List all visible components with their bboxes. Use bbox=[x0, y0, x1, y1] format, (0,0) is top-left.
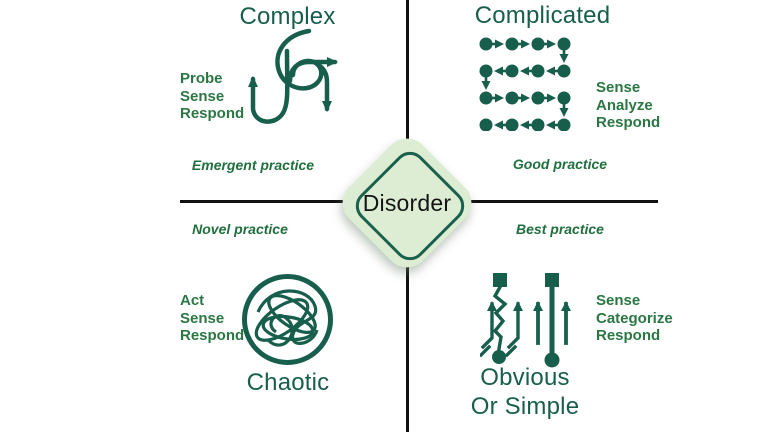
scribble-circle-icon bbox=[240, 272, 335, 367]
obvious-title-line2: Or Simple bbox=[470, 393, 580, 420]
obvious-quadrant-title: Obvious Or Simple bbox=[430, 363, 620, 421]
action-line: Sense bbox=[596, 292, 641, 309]
obvious-actions: Sense Categorize Respond bbox=[596, 292, 673, 345]
action-line: Probe bbox=[180, 70, 223, 87]
complex-practice-label: Emergent practice bbox=[191, 157, 315, 173]
obvious-title-line1: Obvious bbox=[480, 364, 570, 391]
action-line: Respond bbox=[180, 327, 245, 344]
action-line: Categorize bbox=[596, 309, 673, 327]
action-line: Analyze bbox=[596, 96, 653, 114]
action-line: Sense bbox=[596, 79, 641, 96]
action-line: Respond bbox=[180, 105, 245, 122]
complicated-actions: Sense Analyze Respond bbox=[596, 79, 660, 132]
obvious-practice-label: Best practice bbox=[516, 221, 604, 237]
complicated-practice-label: Good practice bbox=[512, 156, 608, 172]
complicated-quadrant-title: Complicated bbox=[474, 2, 611, 29]
action-line: Sense bbox=[180, 309, 225, 327]
dot-grid-snake-icon bbox=[478, 36, 574, 131]
disorder-diamond: Disorder bbox=[333, 129, 481, 277]
chaotic-quadrant-title: Chaotic bbox=[246, 369, 330, 396]
complex-actions: Probe Sense Respond bbox=[180, 70, 244, 123]
complex-quadrant-title: Complex bbox=[239, 3, 336, 30]
chaotic-actions: Act Sense Respond bbox=[180, 292, 244, 345]
sorted-paths-icon bbox=[480, 271, 572, 371]
disorder-label: Disorder bbox=[362, 189, 452, 216]
chaotic-practice-label: Novel practice bbox=[192, 221, 288, 237]
action-line: Sense bbox=[180, 87, 225, 105]
action-line: Respond bbox=[596, 114, 661, 131]
tangled-arrows-icon bbox=[233, 27, 345, 137]
action-line: Act bbox=[180, 292, 205, 309]
action-line: Respond bbox=[596, 327, 661, 344]
